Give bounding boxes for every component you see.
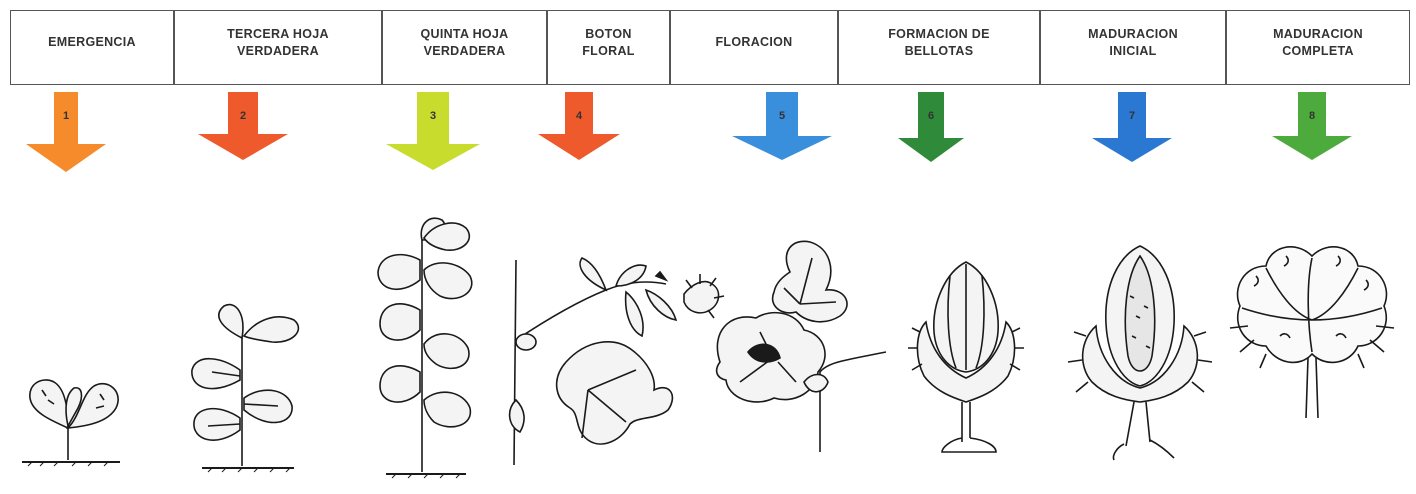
header-cell-maduracion-inicial: MADURACION INICIAL: [1040, 10, 1226, 85]
stage-arrow-2: 2: [196, 92, 290, 162]
stage-number-label: 2: [196, 110, 290, 122]
header-cell-quinta-hoja: QUINTA HOJA VERDADERA: [382, 10, 547, 85]
stage-number-label: 4: [536, 110, 622, 122]
header-label-line2: COMPLETA: [1282, 44, 1354, 58]
stage-number-label: 5: [730, 110, 834, 122]
header-label-line2: VERDADERA: [237, 44, 319, 58]
down-arrow-icon: [536, 92, 622, 162]
stage-number-label: 3: [384, 110, 482, 122]
stage-number-label: 7: [1090, 110, 1174, 122]
stage-arrow-6: 6: [896, 92, 966, 164]
header-cell-tercera-hoja: TERCERA HOJA VERDADERA: [174, 10, 382, 85]
down-arrow-icon: [730, 92, 834, 162]
stage-arrow-4: 4: [536, 92, 622, 162]
header-label-line2: FLORAL: [582, 44, 634, 58]
header-label-line1: BOTON: [585, 27, 631, 41]
stage-arrow-5: 5: [730, 92, 834, 162]
header-label-line1: MADURACION: [1088, 27, 1178, 41]
down-arrow-icon: [1090, 92, 1174, 164]
stage-arrow-7: 7: [1090, 92, 1174, 164]
down-arrow-icon: [896, 92, 966, 164]
header-cell-maduracion-completa: MADURACION COMPLETA: [1226, 10, 1410, 85]
open-cotton-boll-icon: [1226, 236, 1398, 426]
seedling-icon: [20, 360, 130, 480]
header-label-line1: MADURACION: [1273, 27, 1363, 41]
header-label-line1: QUINTA HOJA: [420, 27, 508, 41]
cotton-flower-icon: [700, 232, 900, 462]
header-cell-emergencia: EMERGENCIA: [10, 10, 174, 85]
stage-arrow-8: 8: [1270, 92, 1354, 162]
green-boll-icon: [906, 252, 1026, 462]
header-label-line2: BELLOTAS: [905, 44, 974, 58]
opening-boll-icon: [1066, 236, 1216, 468]
down-arrow-icon: [196, 92, 290, 162]
down-arrow-icon: [1270, 92, 1354, 162]
header-label-line1: TERCERA HOJA: [227, 27, 329, 41]
header-cell-floracion: FLORACION: [670, 10, 838, 85]
header-label-line1: FORMACION DE: [888, 27, 990, 41]
stage-number-label: 6: [896, 110, 966, 122]
header-label-line1: FLORACION: [716, 35, 793, 49]
down-arrow-icon: [24, 92, 108, 174]
header-cell-formacion-bellotas: FORMACION DE BELLOTAS: [838, 10, 1040, 85]
header-cell-boton-floral: BOTON FLORAL: [547, 10, 670, 85]
stage-number-label: 8: [1270, 110, 1354, 122]
header-label-line2: INICIAL: [1109, 44, 1156, 58]
stage-number-label: 1: [24, 110, 108, 122]
three-leaf-plant-icon: [182, 298, 312, 478]
header-label-line1: EMERGENCIA: [48, 35, 136, 49]
five-leaf-plant-icon: [370, 210, 490, 490]
down-arrow-icon: [384, 92, 482, 172]
stage-arrow-3: 3: [384, 92, 482, 172]
stage-arrow-1: 1: [24, 92, 108, 174]
header-label-line2: VERDADERA: [424, 44, 506, 58]
